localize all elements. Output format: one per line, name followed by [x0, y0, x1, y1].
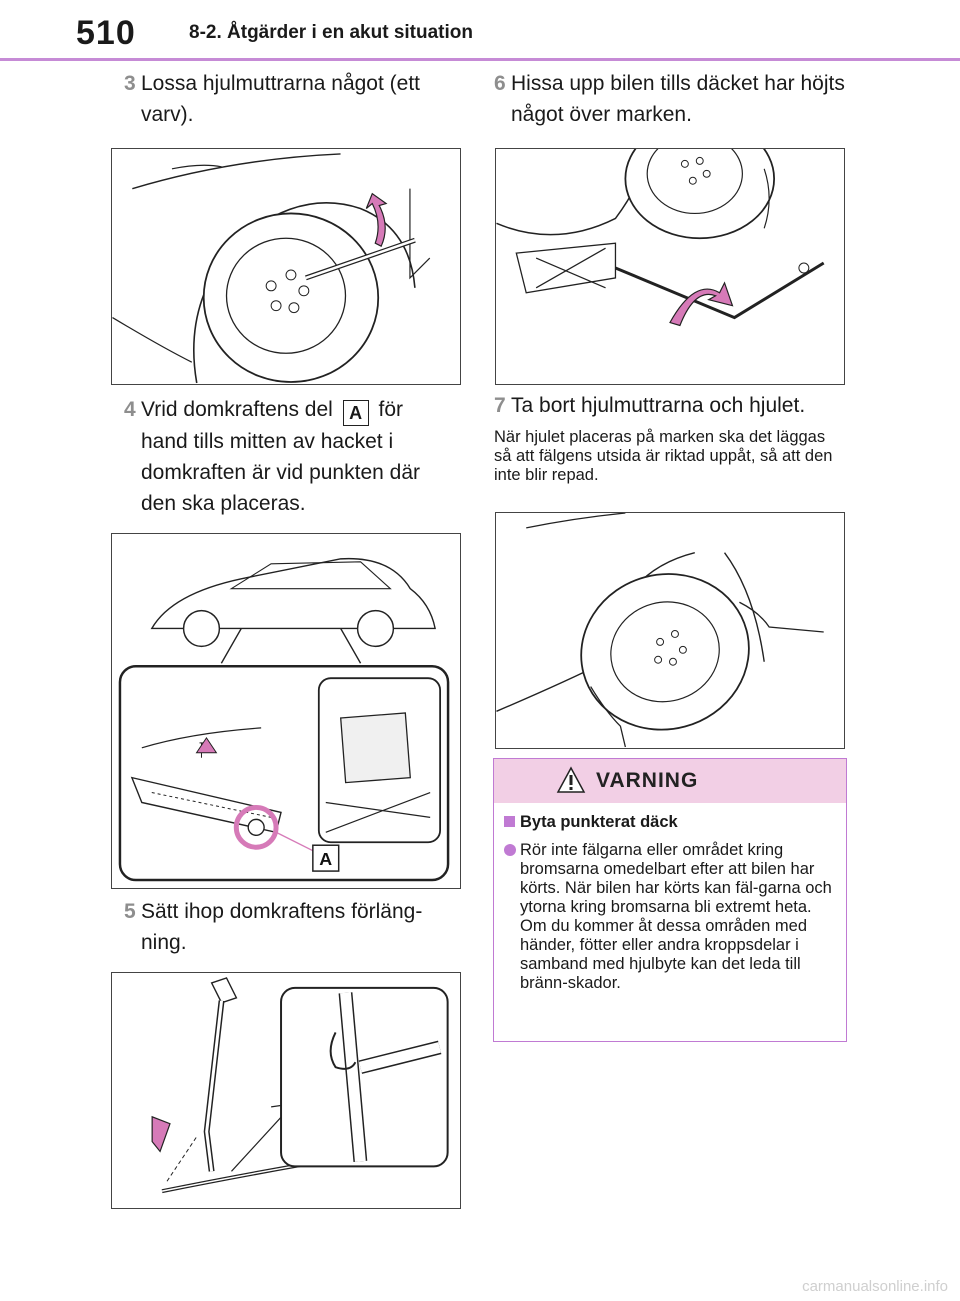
- figure-loosen-nuts: [111, 148, 461, 385]
- jack-handle-illustration: [151, 977, 449, 1194]
- footer-watermark: carmanualsonline.info: [802, 1278, 948, 1295]
- step-text: Ta bort hjulmuttrarna och hjulet.: [511, 394, 806, 417]
- step-5: 5 Sätt ihop domkraftens förläng-ning.: [124, 896, 454, 958]
- step-text-before: Vrid domkraftens del: [141, 398, 333, 421]
- figure-remove-wheel: [495, 512, 845, 749]
- figure-assemble-extension: [111, 972, 461, 1209]
- step-text: Hissa upp bilen tills däcket har höjts n…: [511, 72, 845, 126]
- note-text: När hjulet placeras på marken ska det lä…: [494, 428, 833, 484]
- warning-triangle-icon: [556, 766, 586, 793]
- page-header: 510 8-2. Åtgärder i en akut situation: [0, 0, 960, 62]
- warning-item-text: Rör inte fälgarna eller området kring br…: [520, 841, 832, 992]
- round-bullet-icon: [504, 844, 516, 856]
- step-6: 6 Hissa upp bilen tills däcket har höjts…: [494, 68, 846, 130]
- remove-wheel-illustration: [496, 513, 824, 748]
- step-number: 4: [124, 398, 136, 421]
- warning-subheading: Byta punkterat däck: [504, 813, 834, 832]
- step-number: 5: [124, 900, 136, 923]
- step-3: 3 Lossa hjulmuttrarna något (ett varv).: [124, 68, 454, 130]
- step-number: 7: [494, 394, 506, 417]
- page-number: 510: [76, 14, 136, 52]
- step-number: 6: [494, 72, 506, 95]
- part-label-a: A: [342, 400, 369, 426]
- jack-car-illustration: A: [118, 557, 450, 882]
- raise-car-illustration: [496, 149, 825, 327]
- square-bullet-icon: [504, 816, 515, 827]
- warning-header: VARNING: [494, 759, 846, 803]
- jack-part-label: A: [319, 849, 332, 869]
- step-number: 3: [124, 72, 136, 95]
- step-text-after: för hand tills mitten av hacket i domkra…: [141, 398, 420, 515]
- figure-jack-position: A: [111, 533, 461, 889]
- wheel-wrench-illustration: [112, 153, 431, 384]
- header-rule: [0, 58, 960, 61]
- warning-item: Rör inte fälgarna eller området kring br…: [504, 841, 834, 993]
- step-text: Sätt ihop domkraftens förläng-ning.: [141, 900, 423, 954]
- warning-subheading-text: Byta punkterat däck: [520, 813, 678, 831]
- section-title: 8-2. Åtgärder i en akut situation: [189, 22, 473, 43]
- step-4: 4 Vrid domkraftens del A för hand tills …: [124, 394, 454, 519]
- step-7: 7 Ta bort hjulmuttrarna och hjulet.: [494, 390, 846, 421]
- figure-raise-car: [495, 148, 845, 385]
- warning-box: VARNING Byta punkterat däck Rör inte fäl…: [493, 758, 847, 1042]
- step-text: Lossa hjulmuttrarna något (ett varv).: [141, 72, 420, 126]
- warning-title: VARNING: [596, 769, 699, 792]
